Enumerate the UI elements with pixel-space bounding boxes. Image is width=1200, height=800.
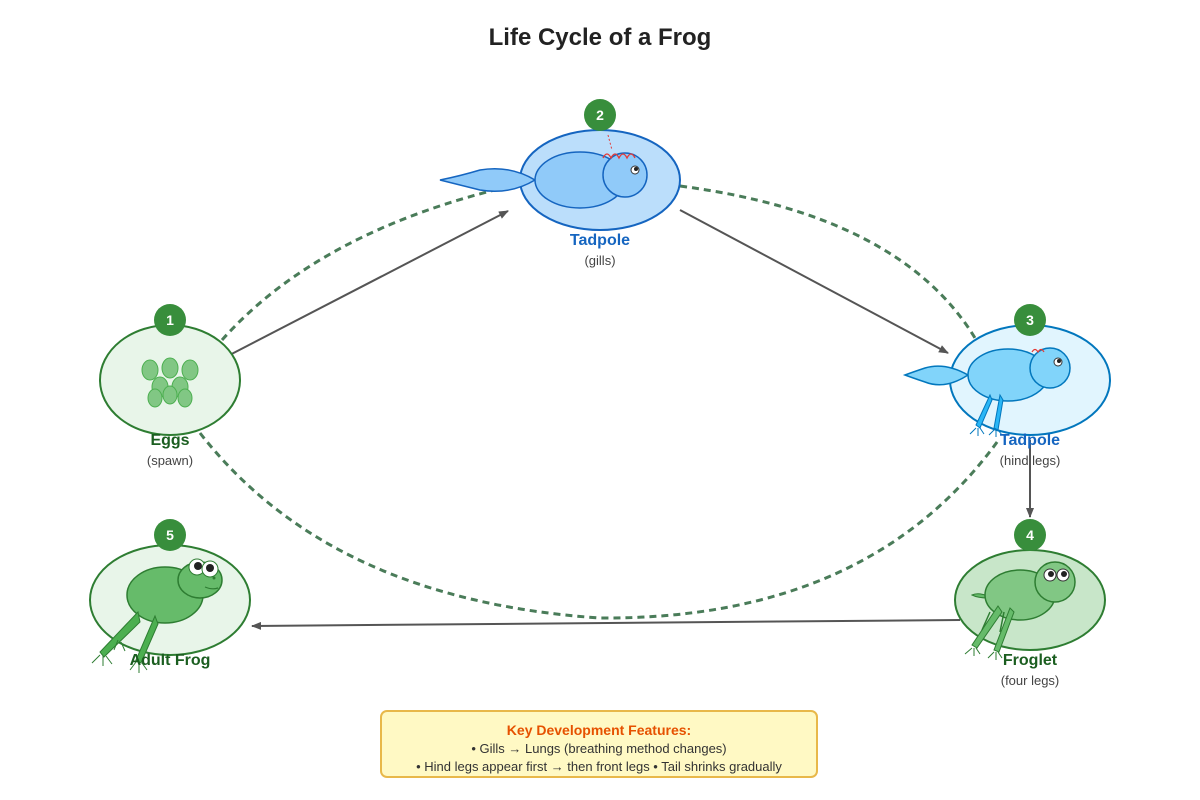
- transition-arrows: [219, 209, 1034, 630]
- stage-1-label: Eggs: [150, 432, 189, 449]
- arrow-tadpole-to-tadpole-legs: [679, 209, 949, 354]
- stage-4-badge: [1014, 519, 1046, 551]
- stage-3-badge: [1014, 304, 1046, 336]
- key-features-line-1: • Gills → Lungs (breathing method change…: [471, 741, 727, 756]
- tadpole-gills-icon: [439, 134, 648, 209]
- stage-4-label: Froglet: [1003, 652, 1058, 669]
- stage-froglet: 4 Froglet (four legs): [954, 519, 1106, 688]
- stage-5-label: Adult Frog: [130, 652, 211, 669]
- key-features-title: Key Development Features:: [506, 722, 692, 738]
- cycle-path: [198, 183, 1002, 620]
- stage-2-sublabel: (gills): [584, 253, 615, 268]
- arrow-froglet-to-adult: [251, 619, 961, 630]
- stage-2-label: Tadpole: [570, 232, 630, 249]
- arrow-eggs-to-tadpole: [219, 210, 509, 361]
- stage-1-sublabel: (spawn): [147, 453, 193, 468]
- eggs-ellipse: [99, 324, 241, 436]
- stage-5-badge: [154, 519, 186, 551]
- stage-1-badge: [154, 304, 186, 336]
- stage-3-sublabel: (hind legs): [1000, 453, 1061, 468]
- stage-5-number: 5: [166, 527, 174, 543]
- stage-tadpole-gills: 2 Tadpole (gills): [439, 99, 681, 268]
- stage-1-number: 1: [166, 312, 174, 328]
- stage-3-label: Tadpole: [1000, 432, 1060, 449]
- stage-4-sublabel: (four legs): [1001, 673, 1060, 688]
- tadpole-hind-legs-icon: [902, 347, 1071, 437]
- stage-adult-frog: 5 Adult Frog: [89, 519, 251, 673]
- key-features-line-2: • Hind legs appear first → then front le…: [416, 759, 782, 774]
- froglet-icon: [964, 561, 1076, 660]
- stage-2-number: 2: [596, 107, 604, 123]
- stage-4-number: 4: [1026, 527, 1034, 543]
- stage-eggs: 1 Eggs (spawn): [99, 304, 241, 468]
- egg-cluster-icon: [141, 357, 199, 408]
- stage-tadpole-hind-legs: 3 Tadpole (hind legs): [902, 304, 1111, 468]
- diagram-title: Life Cycle of a Frog: [489, 24, 712, 51]
- stage-2-badge: [584, 99, 616, 131]
- adult-frog-icon: [91, 558, 223, 673]
- stage-3-number: 3: [1026, 312, 1034, 328]
- key-features-box: Key Development Features: • Gills → Lung…: [380, 710, 818, 778]
